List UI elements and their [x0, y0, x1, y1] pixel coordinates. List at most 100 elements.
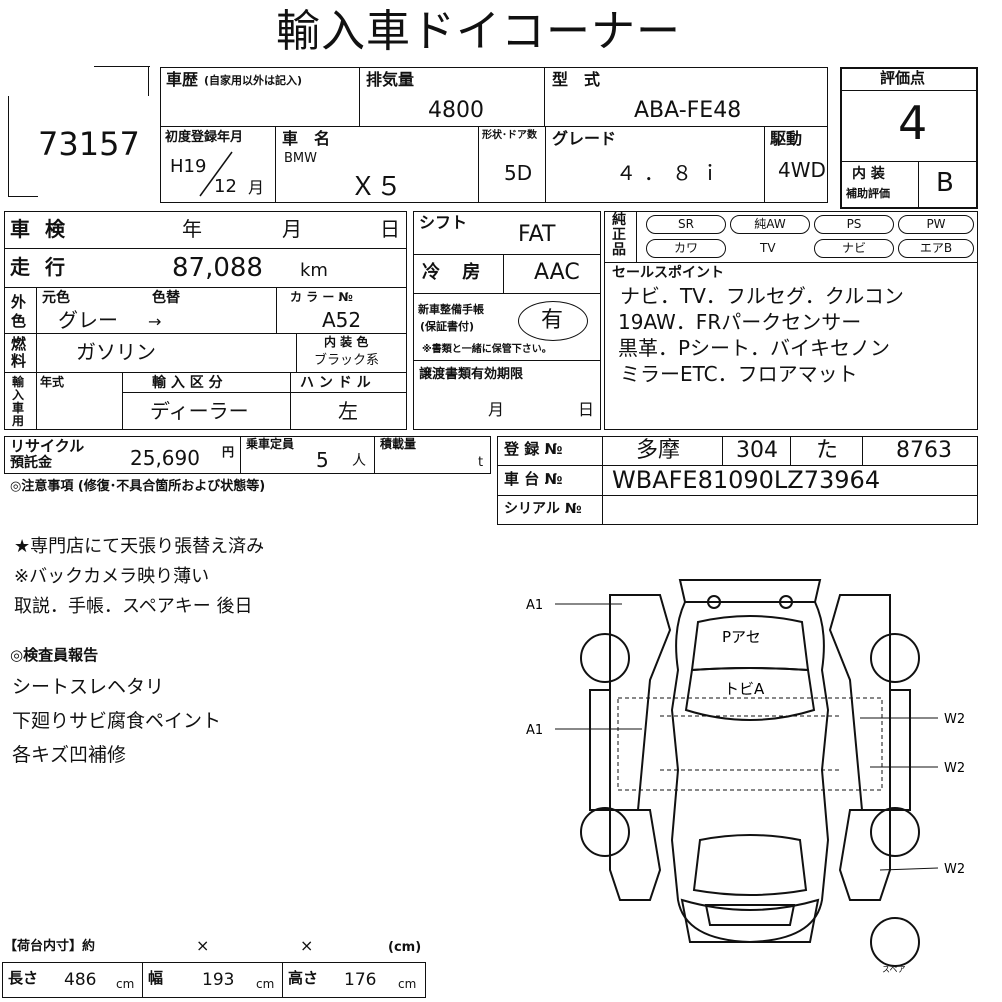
note-line-3: 取説．手帳．スペアキー 後日 — [14, 596, 253, 617]
inspector-label: ◎検査員報告 — [10, 646, 99, 664]
right-label-1: W2 — [944, 712, 965, 727]
roof-note: Pアセ — [722, 628, 761, 646]
length-unit: cm — [116, 977, 135, 991]
grade-label: グレード — [552, 129, 617, 148]
mileage-label: 走 行 — [10, 255, 69, 279]
car-name-value: Ｘ５ — [350, 172, 403, 202]
height-unit: cm — [398, 977, 417, 991]
warranty-label-1: 新車整備手帳 — [418, 303, 484, 316]
handle-value: 左 — [338, 399, 358, 423]
registration-label: 登 録 № — [504, 440, 563, 458]
drive-label: 駆動 — [770, 129, 803, 148]
transfer-docs-day: 日 — [578, 400, 595, 419]
note-line-2: ※バックカメラ映り薄い — [14, 566, 210, 587]
right-label-2: W2 — [944, 761, 965, 776]
recycle-value: 25,690 — [130, 446, 200, 470]
color-arrow: → — [148, 312, 162, 331]
sales-points-label: セールスポイント — [612, 265, 724, 281]
cargo-x1: × — [196, 936, 210, 955]
capacity-unit: 人 — [352, 453, 366, 469]
orig-color-value: グレー — [58, 308, 118, 332]
fuel-value: ガソリン — [76, 340, 156, 364]
left-label-2: A1 — [526, 723, 543, 738]
car-damage-diagram: Pアセ トビA A1 A1 W2 W2 W2 スペア — [526, 579, 965, 974]
hood-note: トビA — [724, 680, 765, 698]
sales-point-3: 黒革．Pシート．バイキセノン — [618, 336, 891, 360]
car-maker: BMW — [284, 151, 317, 166]
first-reg-label: 初度登録年月 — [165, 130, 244, 145]
color-no-value: A52 — [322, 308, 362, 332]
warranty-label-2: (保証書付) — [420, 320, 475, 333]
equipment-label: 純正品 — [612, 212, 626, 258]
sales-points-box — [604, 262, 978, 430]
load-unit: t — [478, 455, 484, 470]
capacity-value: 5 — [316, 448, 329, 472]
notes-label: ◎注意事項 (修復･不具合箇所および状態等) — [10, 479, 266, 494]
page-title: 輸入車ドイコーナー — [276, 6, 681, 57]
interior-color-value: ブラック系 — [314, 353, 380, 368]
capacity-label: 乗車定員 — [246, 437, 295, 451]
displacement-label: 排気量 — [366, 70, 415, 89]
recycle-unit: 円 — [222, 445, 235, 459]
chassis-label: 車 台 № — [504, 470, 563, 488]
fuel-label: 燃料 — [11, 335, 27, 370]
shape-value: 5D — [504, 161, 533, 185]
height-value: 176 — [344, 970, 377, 990]
import-cell — [4, 372, 407, 430]
inspection-label: 車 検 — [10, 217, 69, 241]
rating-box — [840, 67, 978, 209]
handle-label: ハ ン ド ル — [300, 375, 371, 391]
equip-sr: SR — [646, 215, 726, 234]
left-label-1: A1 — [526, 598, 543, 613]
mileage-unit: km — [300, 260, 328, 281]
equip-navi: ナビ — [814, 239, 894, 258]
car-name-label: 車 名 — [282, 129, 331, 148]
shift-label: シフト — [419, 213, 468, 232]
interior-color-label: 内 装 色 — [324, 335, 369, 349]
orig-color-label: 元色 — [42, 290, 70, 306]
load-label: 積載量 — [380, 437, 417, 451]
cargo-label: 【荷台内寸】約 — [4, 939, 96, 954]
registration-block — [497, 436, 978, 525]
equip-tv: TV — [760, 241, 776, 255]
grade-value: ４．８ｉ — [616, 161, 728, 185]
sales-point-1: ナビ．TV．フルセグ．クルコン — [620, 284, 904, 308]
right-label-3: W2 — [944, 862, 965, 877]
sales-point-4: ミラーETC．フロアマット — [620, 362, 858, 386]
rating-label: 評価点 — [880, 69, 926, 87]
width-label: 幅 — [148, 969, 164, 987]
note-line-1: ★専門店にて天張り張替え済み — [14, 536, 265, 557]
inspector-line-1: シートスレヘタリ — [12, 676, 165, 698]
shape-label: 形状･ドア数 — [482, 130, 537, 141]
recycle-label-2: 預託金 — [10, 455, 52, 471]
model-value: ABA-FE48 — [634, 98, 742, 123]
length-label: 長さ — [8, 969, 39, 987]
interior-label: 内 装 — [852, 166, 885, 182]
warranty-value: 有 — [541, 308, 564, 333]
cargo-table — [2, 962, 426, 998]
import-label: 輸入車用 — [12, 375, 25, 428]
registration-number: 8763 — [896, 438, 952, 463]
import-year-label: 年式 — [40, 375, 65, 389]
inspection-day: 日 — [380, 217, 400, 241]
drive-cell — [764, 126, 828, 203]
rating-value: 4 — [898, 96, 928, 150]
history-label: 車歴 — [166, 70, 199, 89]
spare-label: スペア — [882, 965, 905, 974]
lot-bracket — [8, 66, 150, 198]
inspection-month: 月 — [282, 217, 302, 241]
equip-power-steering: PS — [814, 215, 894, 234]
registration-area: 多摩 — [636, 438, 681, 463]
width-unit: cm — [256, 977, 275, 991]
warranty-ellipse — [518, 301, 588, 341]
registration-class: 304 — [736, 438, 778, 463]
first-reg-month-unit: 月 — [248, 178, 265, 197]
recycle-label-1: リサイクル — [10, 437, 85, 455]
sales-point-2: 19AW．FRパークセンサー — [618, 310, 862, 334]
history-note: (自家用以外は記入) — [204, 74, 303, 87]
inspection-year: 年 — [182, 217, 202, 241]
serial-label: シリアル № — [504, 501, 582, 517]
chassis-value: WBAFE81090LZ73964 — [612, 466, 881, 494]
interior-rating-value: B — [936, 168, 954, 198]
equip-power-window: PW — [898, 215, 974, 234]
